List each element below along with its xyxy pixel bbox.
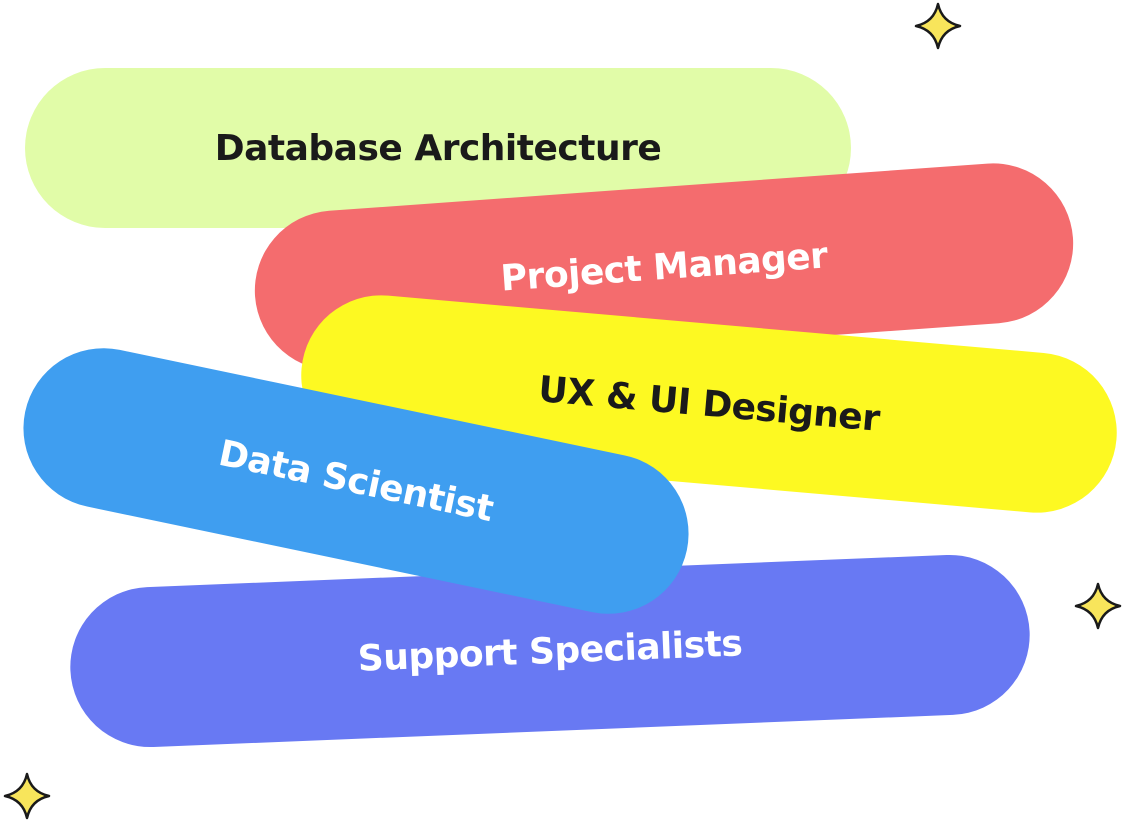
pill-label-ux-ui-designer: UX & UI Designer: [536, 368, 882, 440]
sparkle-icon: [1074, 582, 1122, 630]
pill-label-support-specialists: Support Specialists: [357, 622, 743, 680]
pill-label-database-architecture: Database Architecture: [214, 127, 662, 169]
pill-database-architecture: Database Architecture: [25, 68, 851, 228]
pill-label-data-scientist: Data Scientist: [215, 432, 497, 530]
sparkle-icon: [914, 2, 962, 50]
sparkle-icon: [3, 772, 51, 820]
pill-label-project-manager: Project Manager: [499, 234, 829, 300]
